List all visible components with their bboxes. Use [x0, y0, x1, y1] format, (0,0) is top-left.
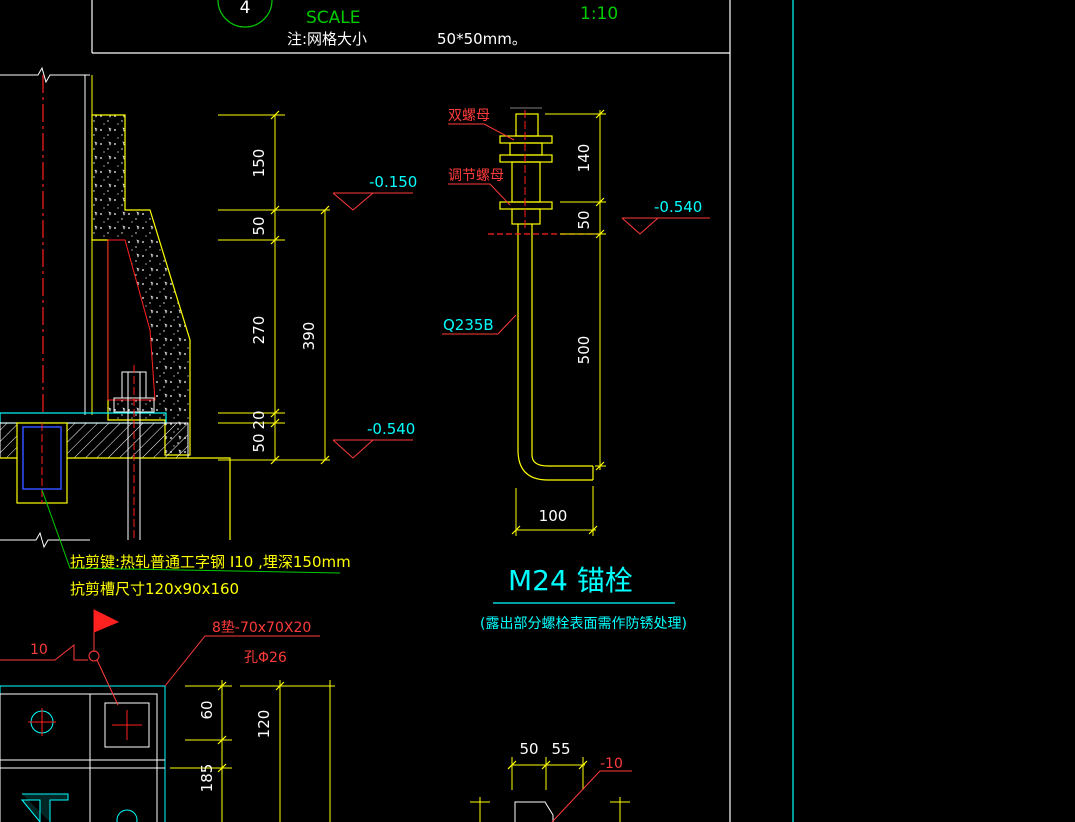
- anchor-elevation: -0.540: [654, 198, 702, 216]
- washer-label: 8垫-70x70X20: [212, 620, 311, 636]
- section-dimensions: [218, 110, 330, 465]
- plate-plan: [0, 685, 166, 822]
- detail-number: 4: [240, 0, 251, 18]
- detail-number-circle: [217, 0, 273, 28]
- stiffener-thickness: -10: [600, 756, 623, 772]
- anchor-bolt-drawing: [499, 107, 594, 481]
- plate-dim-120: 120: [255, 710, 273, 739]
- washer-leader: [164, 635, 320, 687]
- weld-size-label: 10: [30, 642, 48, 658]
- section-elev-bottom: -0.540: [367, 420, 415, 438]
- anchor-dim-100: 100: [539, 507, 568, 525]
- plate-dim-60: 60: [198, 700, 216, 719]
- field-weld-flag: [93, 609, 120, 633]
- anchor-dim-50: 50: [575, 210, 593, 229]
- section-elevation-marks: [332, 192, 413, 459]
- anchor-dim-500: 500: [575, 336, 593, 365]
- adjust-nut-label: 调节螺母: [448, 168, 504, 184]
- grid-size: 50*50mm。: [437, 30, 527, 48]
- scale-label: SCALE: [306, 8, 361, 28]
- dim-20: 20: [250, 410, 268, 429]
- plate-dim-185: 185: [198, 764, 216, 793]
- material-label: Q235B: [443, 316, 494, 334]
- stiffener-dim-55: 55: [551, 740, 570, 758]
- dim-50-bottom: 50: [250, 433, 268, 452]
- shear-groove-note: 抗剪槽尺寸120x90x160: [70, 580, 239, 598]
- weld-symbol: [0, 609, 120, 706]
- stiffener-dim-50: 50: [519, 740, 538, 758]
- double-nut-label: 双螺母: [448, 108, 490, 124]
- concrete-encasement: [91, 114, 191, 456]
- dim-50-top: 50: [250, 216, 268, 235]
- anchor-subtitle: (露出部分螺栓表面需作防锈处理): [480, 616, 687, 632]
- anchor-title: M24 锚栓: [508, 564, 633, 597]
- anchor-dim-140: 140: [575, 144, 593, 173]
- dim-270: 270: [250, 316, 268, 345]
- hole-label: 孔Φ26: [244, 650, 287, 666]
- title-block: 4 SCALE 1:10 注:网格大小 50*50mm。: [91, 0, 731, 822]
- shear-key-note: 抗剪键:热轧普通工字钢 I10 ,埋深150mm: [70, 553, 351, 571]
- section-elev-top: -0.150: [369, 173, 417, 191]
- stiffener-drawing: [470, 757, 632, 822]
- anchor-leaders: [442, 123, 710, 335]
- column-base-section: [0, 66, 341, 574]
- anchor-dimensions: [511, 109, 606, 536]
- dim-390: 390: [300, 322, 318, 351]
- grid-note: 注:网格大小: [287, 30, 367, 48]
- scale-value: 1:10: [580, 4, 618, 24]
- dim-150: 150: [250, 149, 268, 178]
- plate-dimensions: [170, 680, 335, 822]
